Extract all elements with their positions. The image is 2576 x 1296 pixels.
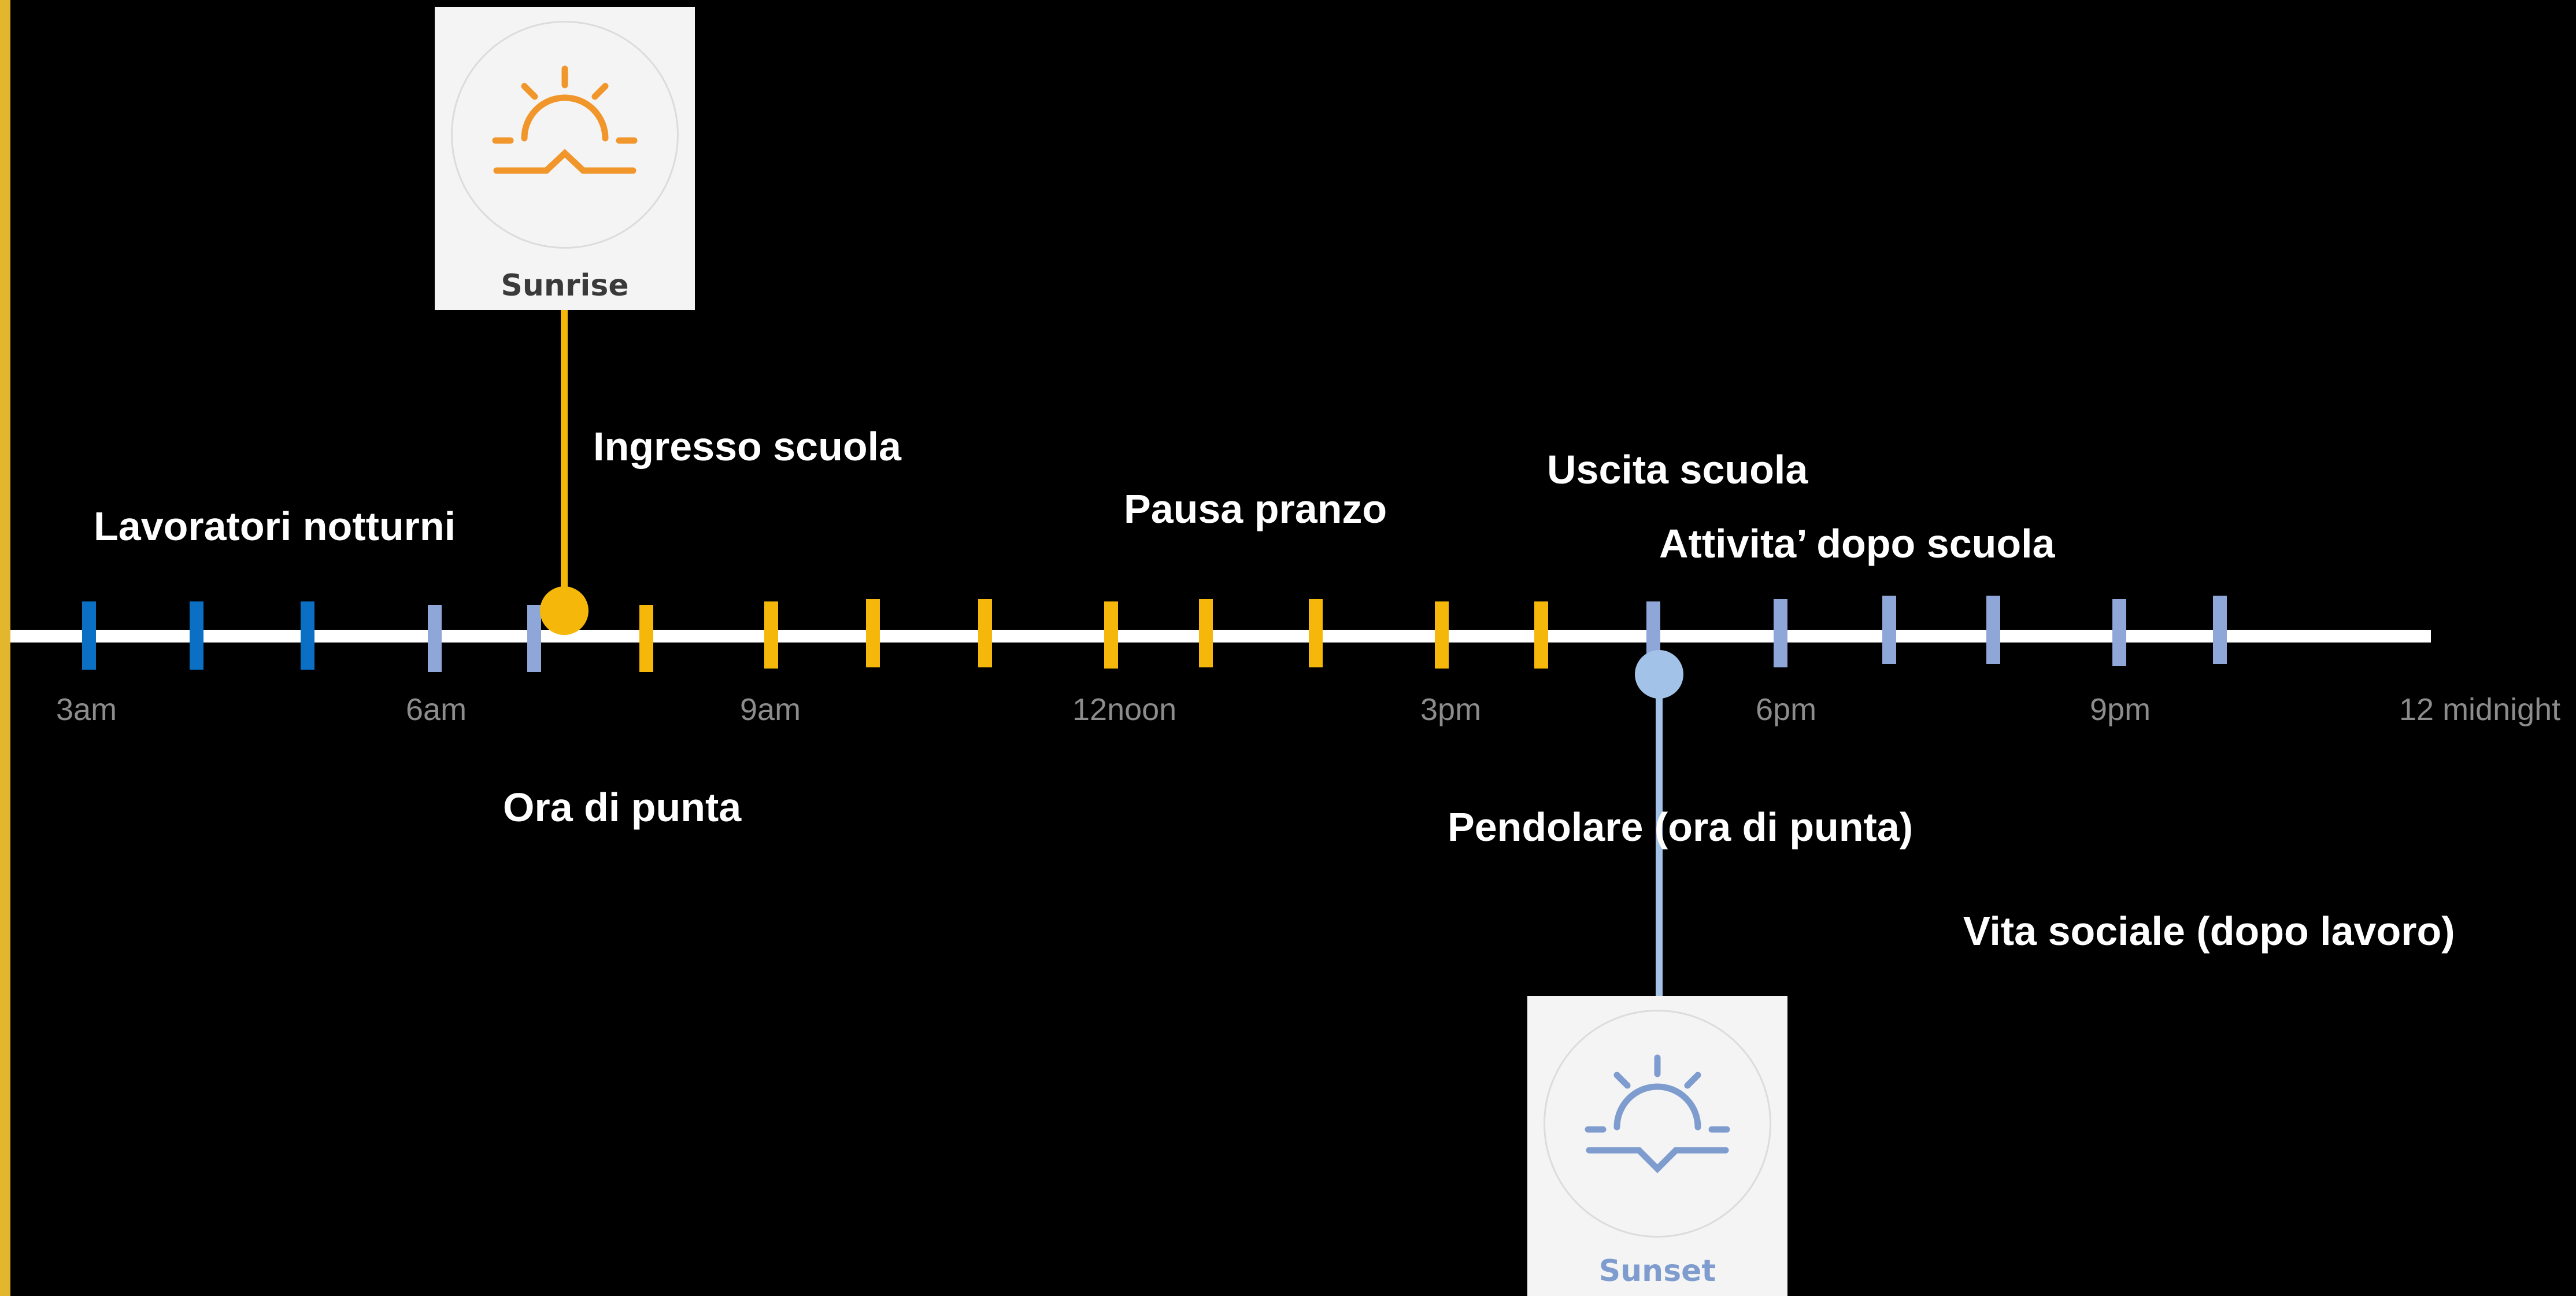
hour-tick-twilight [428,605,442,672]
sunset-label: Sunset [1598,1254,1716,1288]
event-uscita-scuola: Uscita scuola [1547,447,1808,492]
left-edge-bar [0,0,10,1296]
event-ingresso-scuola: Ingresso scuola [593,424,901,469]
hour-tick-twilight [1774,599,1787,667]
event-pendolare: Pendolare (ora di punta) [1448,804,1914,850]
hour-tick-day [1534,601,1548,669]
hour-tick-day [866,599,880,667]
hour-label-9am: 9am [740,692,801,727]
hour-tick-twilight [527,605,541,672]
event-attivita-dopo-scuola: Attivita’ dopo scuola [1659,521,2055,566]
hour-tick-twilight [1882,596,1896,664]
hour-tick-twilight [1986,596,2000,664]
hour-tick-day [1199,599,1213,667]
sunrise-icon [492,65,638,174]
hour-label-9pm: 9pm [2090,692,2151,727]
sunset-icon-circle [1544,1010,1771,1238]
hour-label-6pm: 6pm [1756,692,1817,727]
sunset-icon [1585,1054,1730,1173]
event-lavoratori-notturni: Lavoratori notturni [94,504,456,549]
sunrise-icon-circle [451,21,679,249]
hour-tick-day [639,605,653,672]
hour-tick-night [190,601,203,670]
sunrise-card: Sunrise [435,7,695,310]
sunrise-marker [540,586,589,635]
hour-tick-night [301,601,314,670]
hour-tick-day [764,601,778,669]
hour-label-12-midnight: 12 midnight [2399,692,2561,727]
hour-tick-twilight [2213,596,2227,664]
sunset-card: Sunset [1527,996,1787,1296]
hour-tick-twilight [2112,599,2126,666]
hour-label-3am: 3am [56,692,117,727]
sunset-marker [1635,650,1683,699]
hour-tick-night [82,601,96,670]
hour-ticks [82,596,2227,672]
hour-tick-day [1435,601,1449,669]
hour-tick-day [1309,599,1323,667]
event-pausa-pranzo: Pausa pranzo [1124,486,1387,531]
hour-label-3pm: 3pm [1420,692,1482,727]
hour-label-12noon: 12noon [1072,692,1177,727]
event-vita-sociale: Vita sociale (dopo lavoro) [1963,909,2455,954]
hour-label-6am: 6am [406,692,467,727]
hour-tick-day [1104,601,1118,669]
event-ora-di-punta: Ora di punta [503,785,742,830]
sunrise-label: Sunrise [501,268,629,303]
hour-tick-day [978,599,992,667]
